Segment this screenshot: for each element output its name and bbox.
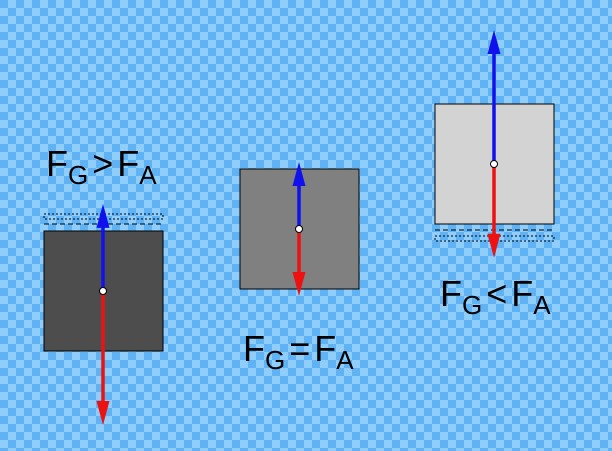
force-gravity-arrow	[292, 272, 306, 296]
gravity-subscript: G	[265, 345, 285, 375]
buoyancy-subscript: A	[336, 345, 354, 375]
relation-symbol: =	[289, 328, 310, 369]
force-buoyancy-arrow	[487, 30, 501, 54]
case-sinking: FG>FA	[43, 143, 164, 425]
relation-symbol: >	[92, 143, 113, 184]
force-symbol: F	[440, 273, 462, 314]
force-buoyancy-arrow	[96, 203, 110, 228]
equation-label: FG>FA	[46, 143, 157, 190]
displacement-dotted-line	[434, 235, 555, 242]
case-floating-balanced: FG=FA	[239, 162, 360, 375]
case-rising: FG<FA	[434, 30, 555, 320]
buoyancy-subscript: A	[533, 290, 551, 320]
equation-label: FG<FA	[440, 273, 551, 320]
gravity-subscript: G	[462, 290, 482, 320]
gravity-subscript: G	[68, 160, 88, 190]
force-symbol: F	[314, 328, 336, 369]
force-gravity-arrow	[96, 401, 110, 425]
force-symbol: F	[243, 328, 265, 369]
center-of-mass-dot	[99, 287, 107, 295]
force-symbol: F	[117, 143, 139, 184]
force-symbol: F	[511, 273, 533, 314]
equation-label: FG=FA	[243, 328, 354, 375]
buoyancy-subscript: A	[139, 160, 157, 190]
relation-symbol: <	[486, 273, 507, 314]
force-symbol: F	[46, 143, 68, 184]
displacement-dotted-line	[43, 213, 164, 220]
force-buoyancy-arrow	[292, 162, 306, 186]
center-of-mass-dot	[490, 160, 498, 168]
force-gravity-arrow	[487, 233, 501, 258]
center-of-mass-dot	[295, 225, 303, 233]
